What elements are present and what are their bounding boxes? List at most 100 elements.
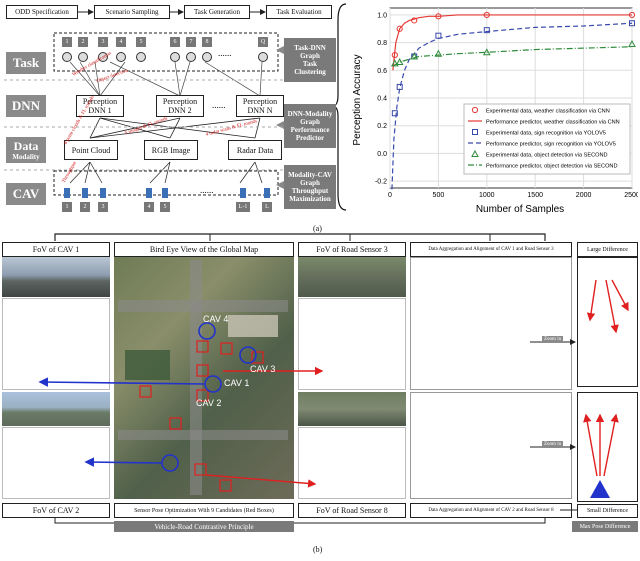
data-node-radar: Radar Data <box>228 140 282 160</box>
task-number: 1 <box>62 37 72 47</box>
task-number: 6 <box>170 37 180 47</box>
caption-a: (a) <box>313 224 322 233</box>
pipeline-step-evaluation: Task Evaluation <box>266 5 332 19</box>
cav-number: 5 <box>160 202 170 212</box>
data-node-pointcloud: Point Cloud <box>64 140 118 160</box>
agg1-pointcloud <box>410 257 572 390</box>
task-node <box>98 52 108 62</box>
map-label-cav4: CAV 4 <box>203 314 229 324</box>
y-tick-label: 0.2 <box>377 123 387 130</box>
legend-entry: Experimental data, weather classificatio… <box>486 109 610 115</box>
x-tick-label: 0 <box>388 192 392 199</box>
pipeline-step-odd: ODD Specification <box>6 5 78 19</box>
legend-swatch <box>471 149 479 157</box>
cav2-camera-image <box>2 392 110 426</box>
data-point <box>391 110 398 117</box>
x-tick-label: 1500 <box>527 192 543 199</box>
task-number: 3 <box>98 37 108 47</box>
map-label-cav1: CAV 1 <box>224 378 250 388</box>
vehicle-icon <box>146 188 152 198</box>
y-tick-label: 1.0 <box>377 12 387 19</box>
task-node <box>186 52 196 62</box>
contrastive-principle: Vehicle-Road Contrastive Principle <box>114 521 294 532</box>
cav-number: 1 <box>62 202 72 212</box>
task-ellipsis: ...... <box>218 48 232 58</box>
vehicle-icon <box>240 188 246 198</box>
data-point <box>628 39 636 47</box>
y-tick-label: 0.8 <box>377 40 387 47</box>
legend-entry: Performance predictor, sign recognition … <box>486 142 616 148</box>
task-number: 4 <box>116 37 126 47</box>
legend-entry: Performance predictor, weather classific… <box>486 120 620 126</box>
row-label-cav: CAV <box>6 183 46 205</box>
cav-number: L-1 <box>236 202 250 212</box>
y-tick-label: 0.6 <box>377 68 387 75</box>
dnn-node-2: Perception DNN 2 <box>156 95 204 117</box>
x-tick-label: 2000 <box>576 192 592 199</box>
data-point <box>483 27 490 34</box>
rs8-camera-image <box>298 392 406 426</box>
series-line <box>392 46 633 67</box>
row-label-dnn: DNN <box>6 95 46 117</box>
title-fov-rs3: FoV of Road Sensor 3 <box>298 242 406 257</box>
title-agg1: Data Aggregation and Alignment of CAV 1 … <box>410 242 572 257</box>
y-tick-label: 0.4 <box>377 96 387 103</box>
data-point <box>434 49 443 57</box>
pipeline-step-generation: Task Generation <box>184 5 250 19</box>
data-point <box>395 57 404 65</box>
cav-ellipsis: ...... <box>200 185 214 195</box>
caption-b: (b) <box>313 545 323 554</box>
data-point <box>411 17 418 24</box>
accuracy-chart: Perception Accuracy Number of Samples 0 5… <box>352 7 638 215</box>
task-number: 5 <box>136 37 146 47</box>
title-small-diff: Small Difference <box>577 504 638 518</box>
vehicle-icon <box>100 188 106 198</box>
chart-xlabel: Number of Samples <box>476 204 564 215</box>
cav-number: 4 <box>144 202 154 212</box>
data-point <box>390 59 399 67</box>
max-pose-difference: Max Pose Difference <box>572 521 638 532</box>
cav1-pointcloud <box>2 298 110 390</box>
chart-ylabel: Perception Accuracy <box>352 54 363 145</box>
pipeline-step-sampling: Scenario Sampling <box>94 5 170 19</box>
cav-number: 3 <box>98 202 108 212</box>
vehicle-icon <box>162 188 168 198</box>
title-fov-rs8: FoV of Road Sensor 8 <box>298 503 406 518</box>
legend-box <box>463 103 631 175</box>
top-connector <box>54 233 546 241</box>
title-agg2: Data Aggregation and Alignment of CAV 2 … <box>410 503 572 518</box>
row-label-data: Data Modality <box>6 137 46 163</box>
y-tick-label: -0.2 <box>375 179 387 186</box>
task-node <box>116 52 126 62</box>
title-fov-cav1: FoV of CAV 1 <box>2 242 110 257</box>
series-line <box>392 14 632 71</box>
x-tick-label: 500 <box>433 192 445 199</box>
task-number: 7 <box>186 37 196 47</box>
rs3-camera-image <box>298 257 406 297</box>
data-point <box>482 48 491 56</box>
title-sensor-opt: Sensor Pose Optimization With 9 Candidat… <box>114 503 294 518</box>
x-tick-label: 2500 <box>624 192 638 199</box>
zoom-tag-1: Zoom in <box>542 336 564 343</box>
small-diff-panel <box>577 392 638 502</box>
task-number: Q <box>258 37 268 47</box>
title-fov-cav2: FoV of CAV 2 <box>2 503 110 518</box>
task-node <box>258 52 268 62</box>
vehicle-icon <box>64 188 70 198</box>
legend-entry: Performance predictor, object detection … <box>486 164 618 170</box>
task-number: 2 <box>78 37 88 47</box>
cav-number: L <box>262 202 272 212</box>
dnn-ellipsis: ...... <box>212 100 226 110</box>
x-tick-label: 1000 <box>479 192 495 199</box>
data-point <box>410 52 419 60</box>
task-node <box>62 52 72 62</box>
series-line <box>391 22 633 190</box>
zoom-tag-2: Zoom in <box>542 441 564 448</box>
dnn-node-1: Perception DNN 1 <box>76 95 124 117</box>
vehicle-icon <box>82 188 88 198</box>
data-point <box>396 25 403 32</box>
task-node <box>136 52 146 62</box>
y-tick-label: 0.0 <box>377 151 387 158</box>
